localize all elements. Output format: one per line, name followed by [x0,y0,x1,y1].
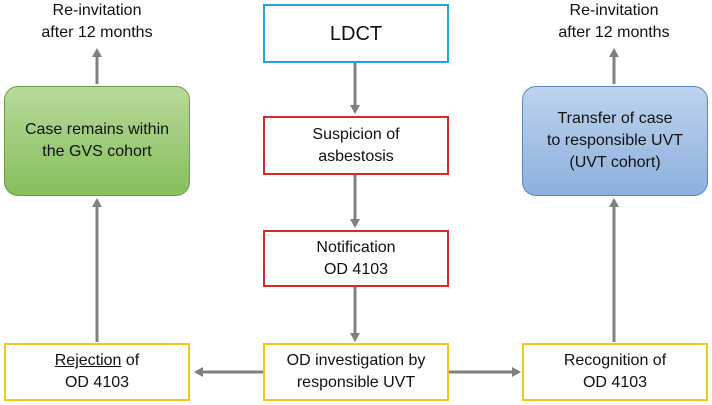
rejection-line2: OD 4103 [64,374,130,391]
suspicion-box: Suspicion of asbestosis [263,116,449,175]
gvs-cohort-label: Case remains within the GVS cohort [24,121,170,160]
rejection-suffix: of [121,352,140,369]
investigation-box: OD investigation by responsible UVT [263,343,449,401]
investigation-label: OD investigation by responsible UVT [286,352,426,391]
recognition-label: Recognition of OD 4103 [563,352,667,391]
uvt-transfer-box: Transfer of case to responsible UVT (UVT… [522,86,708,196]
rejection-word: Rejection [54,352,122,369]
suspicion-label: Suspicion of asbestosis [312,125,400,165]
rejection-label: Rejection of OD 4103 [55,350,140,394]
ldct-label: LDCT [329,22,383,45]
gvs-cohort-box: Case remains within the GVS cohort [4,86,190,196]
notification-label: Notification OD 4103 [316,238,396,278]
notification-box: Notification OD 4103 [263,230,449,287]
rejection-box: Rejection of OD 4103 [4,343,190,401]
recognition-box: Recognition of OD 4103 [522,343,708,401]
uvt-transfer-label: Transfer of case to responsible UVT (UVT… [546,110,684,171]
reinvitation-right-label: Re-invitation after 12 months [558,2,670,41]
ldct-box: LDCT [263,4,449,63]
reinvitation-left-label: Re-invitation after 12 months [41,2,153,41]
